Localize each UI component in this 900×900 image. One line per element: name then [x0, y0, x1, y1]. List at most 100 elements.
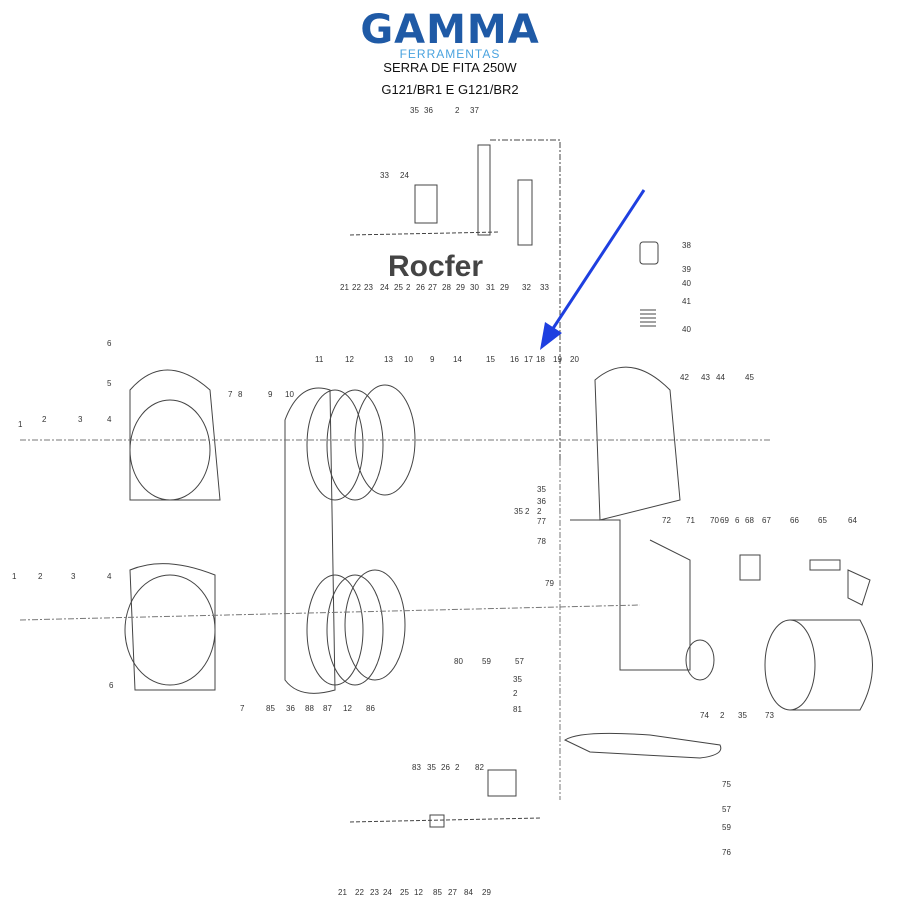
- part-callout-20: 20: [570, 355, 579, 364]
- part-callout-36: 36: [424, 106, 433, 115]
- part-callout-35: 35: [427, 763, 436, 772]
- model-codes: G121/BR1 E G121/BR2: [381, 82, 519, 97]
- part-callout-2: 2: [525, 507, 530, 516]
- part-callout-65: 65: [818, 516, 827, 525]
- lower-guide-block: [429, 814, 445, 828]
- brand-logo: GAMMA FERRAMENTAS: [340, 10, 560, 60]
- part-callout-84: 84: [464, 888, 473, 897]
- part-callout-7: 7: [240, 704, 245, 713]
- part-callout-21: 21: [340, 283, 349, 292]
- part-callout-24: 24: [380, 283, 389, 292]
- part-callout-36: 36: [537, 497, 546, 506]
- switch-plate: [739, 554, 761, 581]
- part-callout-38: 38: [682, 241, 691, 250]
- lower-cover-window: [124, 574, 216, 686]
- part-callout-29: 29: [456, 283, 465, 292]
- part-callout-78: 78: [537, 537, 546, 546]
- part-callout-26: 26: [416, 283, 425, 292]
- part-callout-87: 87: [323, 704, 332, 713]
- part-callout-12: 12: [414, 888, 423, 897]
- part-callout-16: 16: [510, 355, 519, 364]
- part-callout-2: 2: [513, 689, 518, 698]
- upper-wheel-13: [354, 384, 416, 496]
- frame-upper: [594, 366, 681, 521]
- saw-blade: [284, 387, 336, 694]
- part-callout-10: 10: [285, 390, 294, 399]
- part-callout-5: 5: [107, 379, 112, 388]
- part-callout-11: 11: [315, 355, 324, 364]
- part-callout-71: 71: [686, 516, 695, 525]
- guide-bracket: [517, 179, 533, 246]
- tension-spring: [640, 309, 656, 327]
- part-callout-4: 4: [107, 572, 112, 581]
- part-callout-17: 17: [524, 355, 533, 364]
- watermark: Rocfer: [388, 250, 484, 283]
- part-callout-40: 40: [682, 279, 691, 288]
- part-callout-32: 32: [522, 283, 531, 292]
- motor-face: [764, 619, 816, 711]
- part-callout-6: 6: [735, 516, 740, 525]
- guide-block: [414, 184, 438, 224]
- part-callout-59: 59: [482, 657, 491, 666]
- part-callout-2: 2: [455, 763, 460, 772]
- lower-guard-82: [487, 769, 517, 797]
- brand-subtitle: FERRAMENTAS: [399, 47, 501, 61]
- part-callout-29: 29: [500, 283, 509, 292]
- part-callout-15: 15: [486, 355, 495, 364]
- guide-post: [477, 144, 491, 236]
- part-callout-2: 2: [38, 572, 43, 581]
- part-callout-88: 88: [305, 704, 314, 713]
- part-callout-83: 83: [412, 763, 421, 772]
- part-callout-12: 12: [343, 704, 352, 713]
- part-callout-9: 9: [268, 390, 273, 399]
- part-callout-35: 35: [514, 507, 523, 516]
- part-callout-18: 18: [536, 355, 545, 364]
- part-callout-27: 27: [448, 888, 457, 897]
- frame-column: [570, 519, 691, 671]
- part-callout-25: 25: [400, 888, 409, 897]
- upper-tire-11: [306, 389, 364, 501]
- part-callout-24: 24: [383, 888, 392, 897]
- part-callout-69: 69: [720, 516, 729, 525]
- brand-name: GAMMA: [360, 7, 540, 53]
- part-callout-70: 70: [710, 516, 719, 525]
- part-callout-72: 72: [662, 516, 671, 525]
- part-callout-8: 8: [238, 390, 243, 399]
- pointer-arrow: [540, 189, 646, 350]
- part-callout-2: 2: [720, 711, 725, 720]
- lower-wheel-86: [344, 569, 406, 681]
- part-callout-23: 23: [370, 888, 379, 897]
- part-callout-31: 31: [486, 283, 495, 292]
- part-callout-82: 82: [475, 763, 484, 772]
- part-callout-66: 66: [790, 516, 799, 525]
- part-callout-2: 2: [455, 106, 460, 115]
- part-callout-12: 12: [345, 355, 354, 364]
- part-callout-7: 7: [228, 390, 233, 399]
- part-callout-6: 6: [107, 339, 112, 348]
- part-callout-41: 41: [682, 297, 691, 306]
- part-callout-29: 29: [482, 888, 491, 897]
- part-callout-80: 80: [454, 657, 463, 666]
- part-callout-22: 22: [352, 283, 361, 292]
- part-callout-30: 30: [470, 283, 479, 292]
- part-callout-44: 44: [716, 373, 725, 382]
- part-callout-4: 4: [107, 415, 112, 424]
- part-callout-13: 13: [384, 355, 393, 364]
- part-callout-68: 68: [745, 516, 754, 525]
- part-callout-2: 2: [406, 283, 411, 292]
- power-cable: [809, 559, 841, 571]
- part-callout-1: 1: [18, 420, 23, 429]
- part-callout-73: 73: [765, 711, 774, 720]
- pulley-74: [685, 639, 715, 681]
- part-callout-57: 57: [515, 657, 524, 666]
- lower-wheel-cover: [129, 563, 216, 691]
- part-callout-79: 79: [545, 579, 554, 588]
- part-callout-33: 33: [540, 283, 549, 292]
- lower-tire-87: [306, 574, 364, 686]
- part-callout-28: 28: [442, 283, 451, 292]
- part-callout-26: 26: [441, 763, 450, 772]
- part-callout-74: 74: [700, 711, 709, 720]
- motor-body: [790, 619, 873, 711]
- part-callout-3: 3: [78, 415, 83, 424]
- part-callout-85: 85: [433, 888, 442, 897]
